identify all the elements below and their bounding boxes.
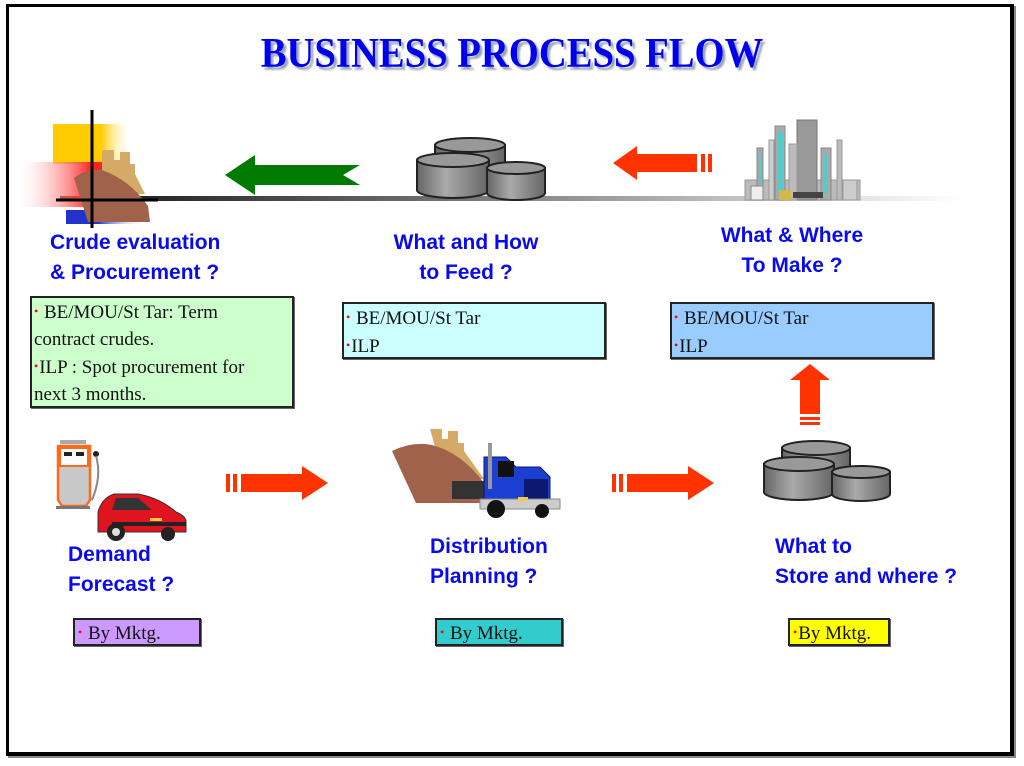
info-box-make: • BE/MOU/St Tar •ILP xyxy=(670,302,934,359)
green-arrow-left-icon xyxy=(225,155,360,195)
info-box-crude: • BE/MOU/St Tar: Term contract crudes. •… xyxy=(30,296,294,408)
box-line-text: BE/MOU/St Tar xyxy=(679,308,809,329)
label-crude-evaluation: Crude evaluation & Procurement ? xyxy=(50,228,220,288)
bullet-icon: • xyxy=(78,625,83,639)
label-line: Store and where ? xyxy=(775,565,958,588)
label-line: Crude evaluation xyxy=(50,231,221,254)
info-box-demand: • By Mktg. xyxy=(73,618,201,646)
red-arrow-left-icon xyxy=(613,146,712,180)
box-text: By Mktg. xyxy=(83,623,161,644)
bullet-icon: • xyxy=(34,304,39,318)
label-line: Planning ? xyxy=(430,565,538,588)
label-distribution-planning: Distribution Planning ? xyxy=(430,532,548,592)
label-line: To Make ? xyxy=(741,254,843,277)
label-store-where: What to Store and where ? xyxy=(775,532,957,592)
refinery-icon xyxy=(744,119,861,201)
box-text: By Mktg. xyxy=(798,623,872,644)
box-line: next 3 months. xyxy=(34,381,290,408)
box-line: •ILP xyxy=(674,332,930,360)
label-line: What and How xyxy=(393,231,539,254)
bullet-icon: • xyxy=(346,338,351,352)
bullet-icon: • xyxy=(793,625,798,639)
label-line: What & Where xyxy=(720,224,864,247)
box-line-text: ILP : Spot procurement for xyxy=(39,357,245,378)
box-line: •ILP : Spot procurement for xyxy=(34,353,290,381)
box-line: • BE/MOU/St Tar: Term xyxy=(34,298,290,326)
bullet-icon: • xyxy=(440,625,445,639)
ship-icon xyxy=(20,110,158,228)
box-line-text: contract crudes. xyxy=(34,329,155,350)
bullet-icon: • xyxy=(346,310,351,324)
label-what-where-make: What & Where To Make ? xyxy=(692,221,892,281)
info-box-store: •By Mktg. xyxy=(788,618,890,646)
bullet-icon: • xyxy=(674,310,679,324)
info-box-distribution: • By Mktg. xyxy=(435,618,563,646)
box-line-text: next 3 months. xyxy=(34,384,147,405)
label-what-how-feed: What and How to Feed ? xyxy=(366,228,566,288)
box-line: •ILP xyxy=(346,332,602,360)
bullet-icon: • xyxy=(34,359,39,373)
box-text: By Mktg. xyxy=(445,623,523,644)
box-line-text: BE/MOU/St Tar xyxy=(351,308,481,329)
label-demand-forecast: Demand Forecast ? xyxy=(68,540,174,600)
storage-tanks-icon xyxy=(763,440,891,502)
box-line-text: ILP xyxy=(679,336,708,357)
box-line: • BE/MOU/St Tar xyxy=(674,304,930,332)
box-line-text: ILP xyxy=(351,336,380,357)
ship-truck-icon xyxy=(392,429,561,518)
box-line-text: BE/MOU/St Tar: Term xyxy=(39,302,218,323)
bullet-icon: • xyxy=(674,338,679,352)
info-box-feed: • BE/MOU/St Tar •ILP xyxy=(342,302,606,359)
red-arrow-up-icon xyxy=(790,364,830,425)
page-title: BUSINESS PROCESS FLOW xyxy=(260,31,764,77)
label-line: What to xyxy=(775,535,852,558)
storage-tanks-icon xyxy=(416,137,546,201)
box-line: contract crudes. xyxy=(34,326,290,353)
red-arrow-right-icon xyxy=(612,466,714,500)
label-line: Distribution xyxy=(430,535,548,558)
box-line: • BE/MOU/St Tar xyxy=(346,304,602,332)
label-line: & Procurement ? xyxy=(50,261,220,284)
fuel-pump-car-icon xyxy=(56,440,187,541)
label-line: to Feed ? xyxy=(419,261,513,284)
red-arrow-right-icon xyxy=(226,466,328,500)
label-line: Demand xyxy=(68,543,151,566)
label-line: Forecast ? xyxy=(68,573,175,596)
